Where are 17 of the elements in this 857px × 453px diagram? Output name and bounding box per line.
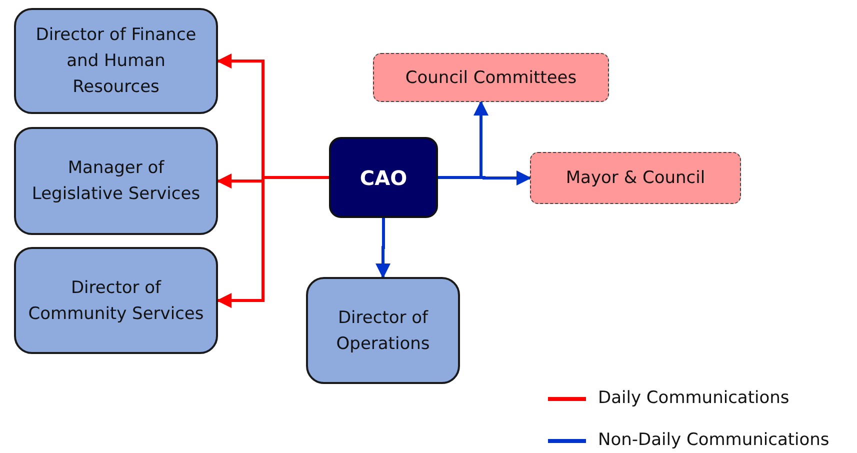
legend-label: Non-Daily Communications	[598, 429, 830, 452]
node-label: Director of Community Services	[27, 276, 205, 326]
council-box	[373, 53, 609, 102]
arrow	[376, 218, 390, 278]
council-box	[530, 152, 741, 204]
node-label: Director of Operations	[335, 306, 431, 356]
node-label: Mayor & Council	[566, 167, 706, 189]
legend-label: Daily Communications	[598, 387, 790, 410]
role-box	[306, 277, 460, 384]
chief-box	[329, 137, 438, 218]
role-box	[14, 8, 218, 114]
node-label: Director of Finance and Human Resources	[34, 24, 198, 99]
role-box	[14, 127, 218, 235]
node-label: Manager of Legislative Services	[30, 157, 202, 206]
node-label: Council Committees	[405, 66, 577, 88]
node-label: CAO	[360, 164, 408, 192]
role-box	[14, 247, 218, 354]
